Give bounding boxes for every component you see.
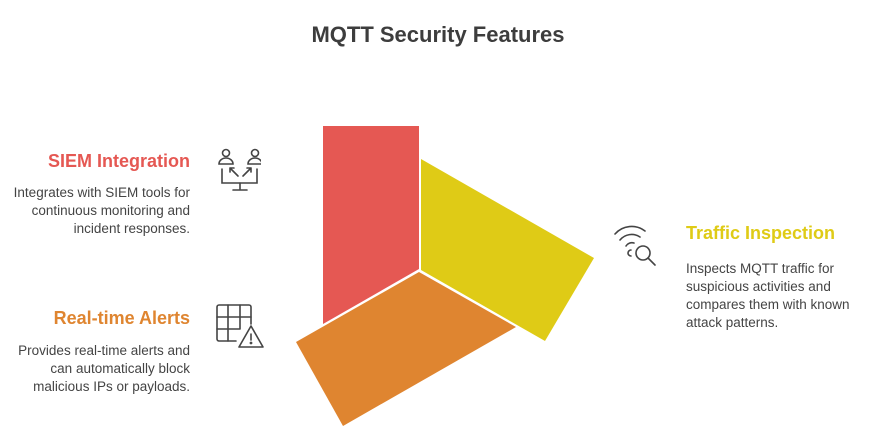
- users-monitor-icon: [218, 148, 261, 191]
- traffic-heading: Traffic Inspection: [686, 223, 836, 243]
- siem-heading: SIEM Integration: [47, 151, 190, 171]
- alerts-segment: [296, 272, 516, 426]
- traffic-description: Inspects MQTT traffic for suspicious act…: [686, 261, 850, 330]
- wifi-search-icon: [614, 225, 656, 266]
- diagram-title: MQTT Security Features: [311, 22, 565, 47]
- grid-warning-icon: [216, 304, 264, 348]
- alerts-heading: Real-time Alerts: [53, 308, 190, 328]
- siem-description: Integrates with SIEM tools for continuou…: [13, 185, 190, 236]
- siem-segment: [323, 126, 419, 324]
- traffic-segment: [421, 159, 594, 341]
- alerts-description: Provides real-time alerts and can automa…: [18, 343, 190, 394]
